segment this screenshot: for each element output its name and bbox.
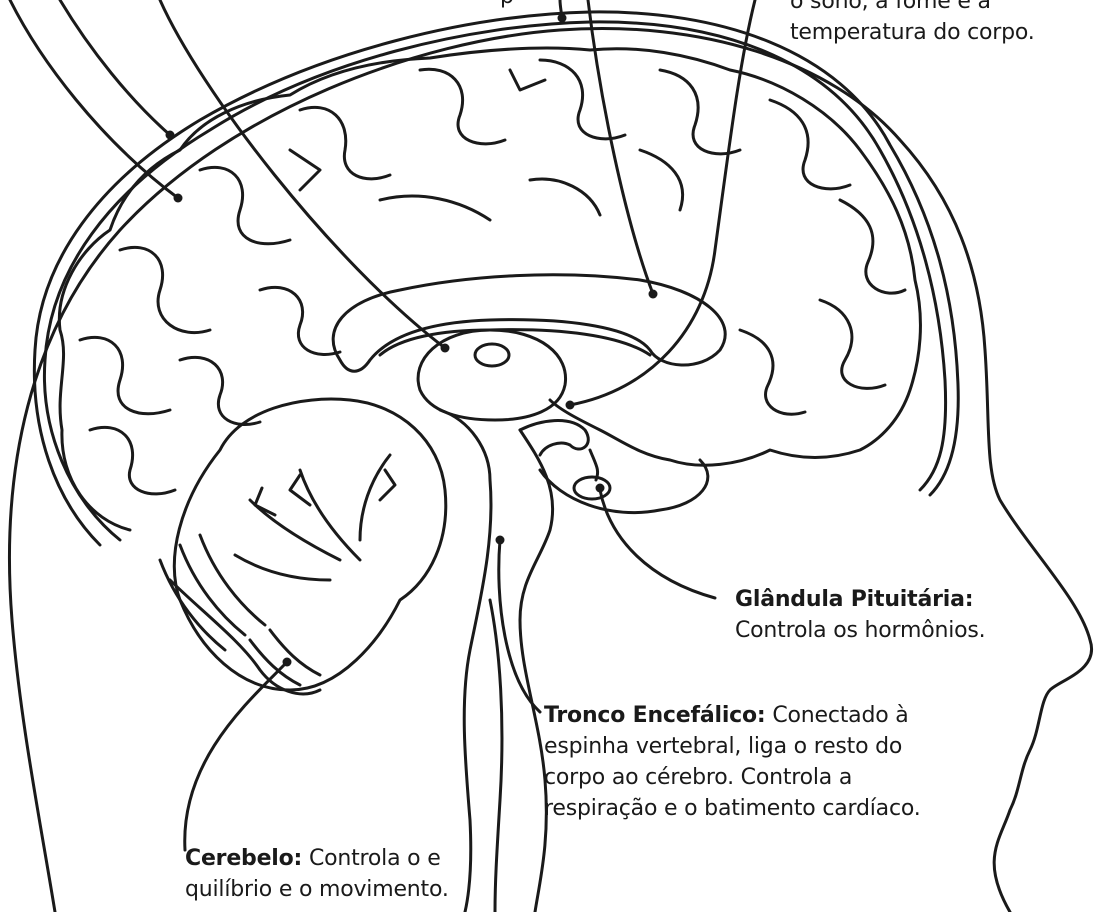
- cerebellum-branch: [380, 470, 395, 500]
- gyrus-line: [120, 247, 210, 332]
- pointer-dot: [166, 131, 175, 140]
- temporal-lobe: [540, 460, 708, 513]
- hypothalamus-label-line1: o sono, a fome e a: [790, 0, 1035, 17]
- spinal-cord-line: [490, 600, 502, 912]
- gyrus-line: [300, 107, 390, 178]
- gyrus-line: [660, 70, 740, 154]
- brainstem-label-line2: espinha vertebral, liga o resto do: [544, 731, 921, 762]
- cerebellum-branch: [255, 488, 275, 515]
- pointer-dot: [283, 658, 292, 667]
- gyrus-line: [740, 330, 805, 414]
- gyrus-line: [80, 337, 170, 413]
- pituitary-label: Glândula Pituitária: Controla os hormôni…: [735, 584, 985, 646]
- leader-line-top-5: [588, 0, 653, 294]
- pointer-dot: [596, 484, 605, 493]
- gyrus-line: [260, 287, 340, 354]
- gyrus-line: [420, 69, 505, 144]
- brainstem-label-title: Tronco Encefálico:: [544, 703, 766, 728]
- gyrus-line: [180, 357, 260, 424]
- hypothalamus-label: o sono, a fome e a temperatura do corpo.: [790, 0, 1035, 48]
- pituitary-gland: [574, 477, 610, 499]
- leader-line-cerebellum: [185, 662, 287, 850]
- gyrus-line: [840, 200, 905, 293]
- cerebellum-hatch: [200, 535, 265, 625]
- cerebellum-label-line1: Controla o e: [302, 846, 440, 871]
- skull-outer-outline: [34, 12, 958, 545]
- hypothalamus: [520, 421, 588, 455]
- brainstem-label-line4: respiração e o batimento cardíaco.: [544, 793, 921, 824]
- leader-line-pituitary: [600, 490, 715, 598]
- cerebellum-label: Cerebelo: Controla o e quilíbrio e o mov…: [185, 843, 449, 905]
- cerebellum-branch: [360, 455, 390, 540]
- gyrus-line: [640, 150, 683, 210]
- leader-line-top-2: [60, 0, 170, 135]
- gyrus-line: [530, 179, 600, 215]
- pituitary-label-title: Glândula Pituitária:: [735, 587, 973, 612]
- pituitary-stalk: [590, 450, 598, 480]
- leader-line-top-3: [160, 0, 445, 348]
- brainstem-outline-right: [520, 430, 553, 912]
- hypothalamus-label-line2: temperatura do corpo.: [790, 17, 1035, 48]
- pointer-dot: [558, 14, 567, 23]
- gyrus-line: [770, 100, 850, 189]
- gyrus-line: [820, 300, 885, 388]
- gyrus-line: [510, 70, 545, 90]
- brainstem-label: Tronco Encefálico: Conectado à espinha v…: [544, 700, 921, 824]
- pituitary-label-line1: Controla os hormônios.: [735, 615, 985, 646]
- brainstem-label-line1: Conectado à: [766, 703, 909, 728]
- gyrus-line: [380, 196, 490, 220]
- gyrus-line: [540, 60, 625, 139]
- cerebellum-label-line2: quilíbrio e o movimento.: [185, 874, 449, 905]
- skull-inner-outline: [44, 22, 945, 540]
- pointer-dot: [566, 401, 575, 410]
- pointer-dot: [496, 536, 505, 545]
- cerebellum-branch: [235, 555, 330, 580]
- cerebellum-branch: [300, 470, 360, 560]
- brainstem-outline-left: [440, 410, 491, 912]
- cerebellum-label-title: Cerebelo:: [185, 846, 302, 871]
- top-label-fragment: p: [500, 0, 514, 12]
- gyrus-line: [290, 150, 320, 190]
- pointer-dot: [649, 290, 658, 299]
- thalamus-center: [475, 344, 509, 366]
- pointer-dot: [441, 344, 450, 353]
- cerebellum-lower-lobe: [170, 580, 320, 694]
- cerebrum-outline: [59, 48, 920, 530]
- corpus-callosum: [333, 275, 725, 371]
- cerebellum-hatch: [250, 640, 300, 685]
- pointer-dot: [174, 194, 183, 203]
- brainstem-label-line3: corpo ao cérebro. Controla a: [544, 762, 921, 793]
- gyrus-line: [90, 427, 175, 494]
